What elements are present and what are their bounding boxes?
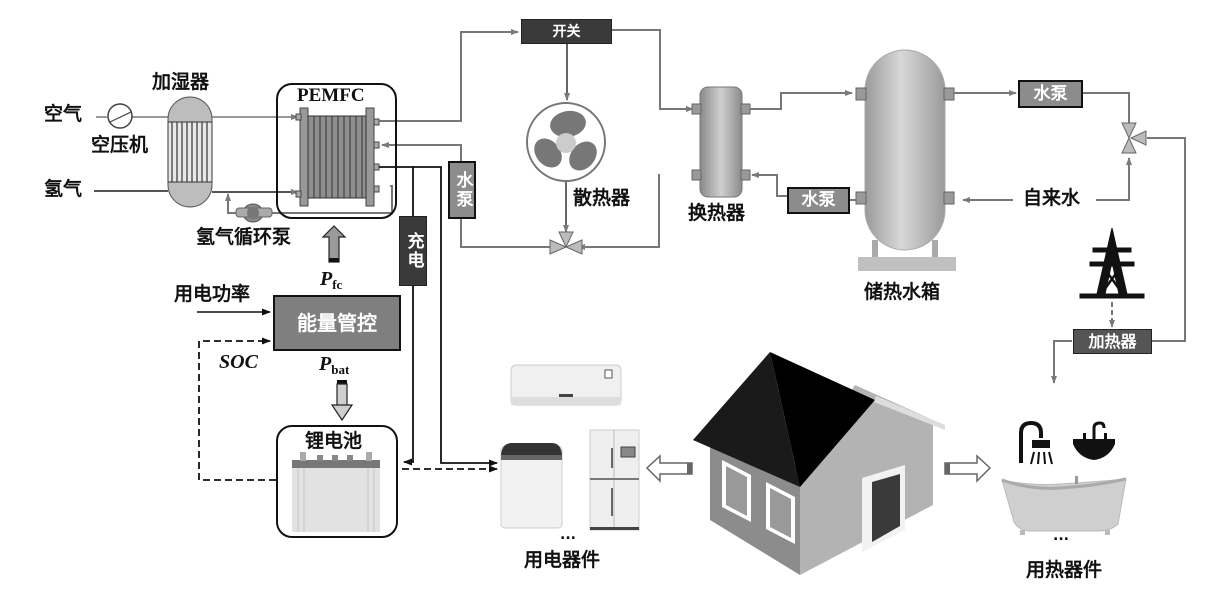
tank-outlet-lines [954,90,1186,342]
radiator-label: 散热器 [573,187,631,209]
humidifier-icon [167,96,213,208]
three-way-valve-icon [1121,122,1147,154]
humidifier-label: 加湿器 [152,71,210,93]
thermal-ellipsis: ... [1053,528,1069,544]
grid-heater-lines [1051,302,1115,384]
house-to-electric-arrow [645,454,693,483]
coolant-return-line [381,142,660,250]
bathtub-icon [1001,476,1127,535]
shower-icon [1019,420,1053,465]
battery-frame [276,425,398,538]
electric-appliances-label: 用电器件 [524,549,601,571]
water-pump-left[interactable]: 水泵 [448,161,476,219]
thermal-appliances-label: 用热器件 [1026,559,1103,581]
pfc-label: Pfc [320,269,342,291]
water-pump-middle[interactable]: 水泵 [787,187,850,214]
coolant-out-line [379,29,519,122]
heat-exchanger-icon [691,86,751,198]
air-conditioner-icon [510,364,622,406]
battery-label: 锂电池 [305,430,363,452]
pbat-sub: bat [331,362,350,377]
hydrogen-pump-icon [235,203,273,223]
air-label: 空气 [44,103,83,125]
pbat-label: Pbat [319,354,349,376]
soc-label: SOC [219,351,258,373]
pbat-main: P [319,353,332,375]
pbat-arrow [330,380,354,422]
heat-exchanger-label: 换热器 [688,202,746,224]
washing-machine-icon [500,443,563,529]
switch-box[interactable]: 开关 [521,19,612,44]
compressor-label: 空压机 [91,134,149,156]
power-pylon-icon [1079,227,1145,299]
tap-water-label: 自来水 [1023,187,1081,209]
compressor-icon [107,103,133,129]
hydrogen-pump-label: 氢气循环泵 [196,226,292,248]
fan-icon [526,102,606,182]
water-tank-icon [855,49,956,271]
water-pump-right[interactable]: 水泵 [1018,80,1083,108]
house-icon [693,352,945,575]
pemfc-label: PEMFC [297,85,365,106]
charge-box[interactable]: 充电 [399,216,427,286]
hydrogen-line [94,189,299,195]
sink-icon [1073,421,1115,460]
hx-tank-lines [750,90,861,201]
switch-lines [563,29,694,233]
pfc-arrow [321,225,347,263]
power-demand-label: 用电功率 [174,283,251,305]
pemfc-frame [276,83,397,219]
battery-icon [292,452,380,532]
three-way-valve-icon [549,231,583,255]
fuel-cell-stack-icon [295,107,380,207]
refrigerator-icon [589,429,640,531]
electric-ellipsis: ... [560,527,576,543]
tank-label: 储热水箱 [864,281,941,303]
heater-box[interactable]: 加热器 [1073,329,1152,354]
house-to-thermal-arrow [944,454,992,483]
energy-management-box[interactable]: 能量管控 [273,295,401,351]
pfc-sub: fc [332,277,343,292]
pfc-main: P [320,268,333,290]
fc-to-load-line [413,166,498,467]
soc-feedback-line [198,337,276,481]
hydrogen-label: 氢气 [44,178,83,200]
